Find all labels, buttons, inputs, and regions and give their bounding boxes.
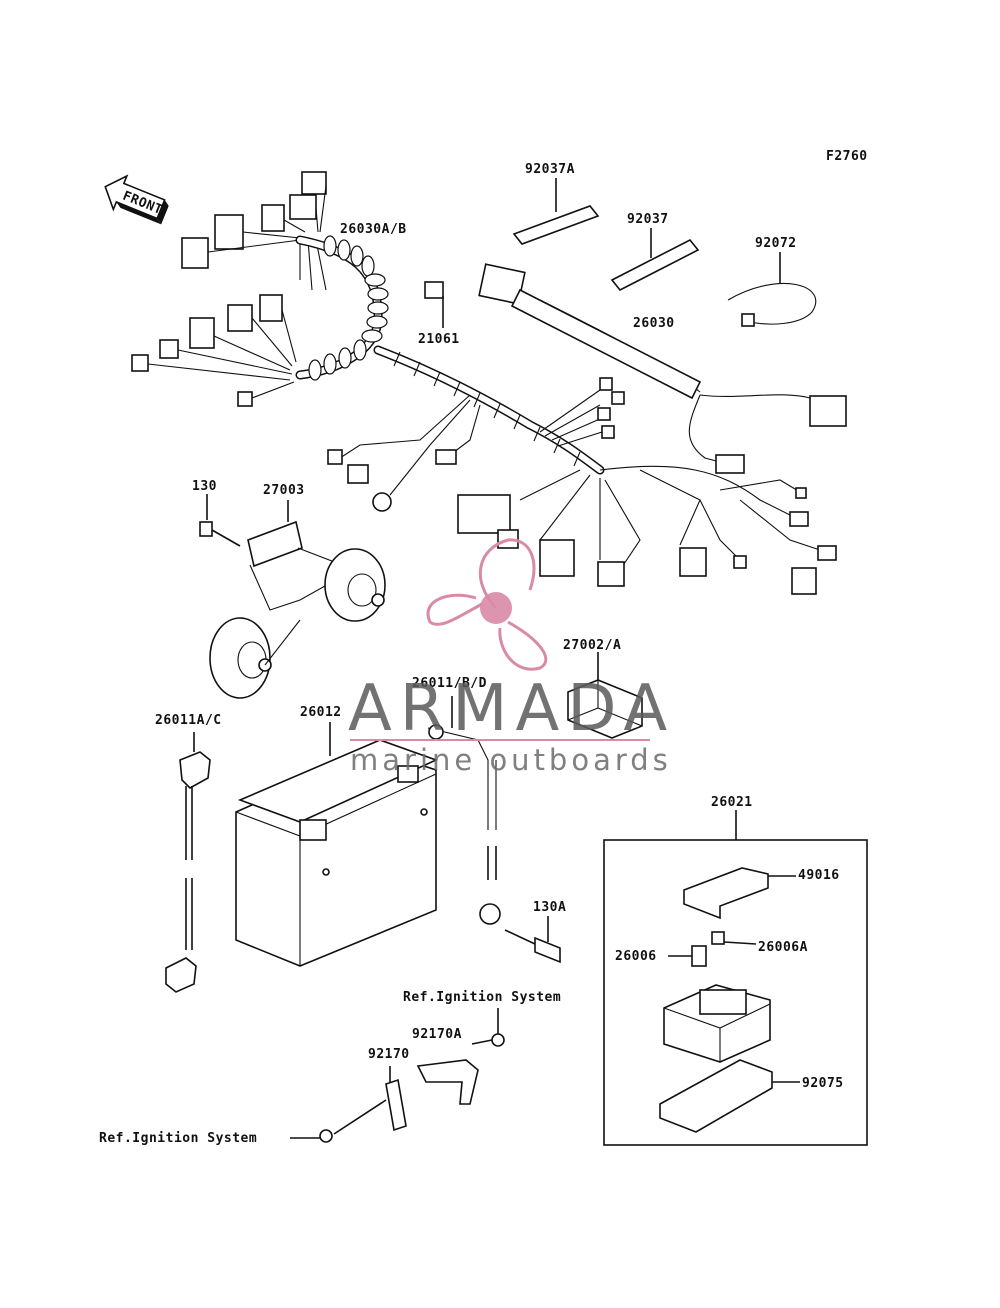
label-21061: 21061	[418, 332, 460, 347]
label-92037A: 92037A	[525, 162, 575, 177]
bracket-92170	[290, 1066, 407, 1143]
front-arrow-icon: FRONT	[104, 174, 169, 225]
label-130A: 130A	[533, 900, 566, 915]
label-26011AC: 26011A/C	[155, 713, 222, 728]
label-26012: 26012	[300, 705, 342, 720]
label-92072: 92072	[755, 236, 797, 251]
coil-wrap	[308, 235, 389, 381]
relay-27002A	[567, 652, 643, 739]
label-27002A: 27002/A	[563, 638, 621, 653]
battery-26012	[235, 722, 439, 967]
label-26021: 26021	[711, 795, 753, 810]
bracket-92170A	[416, 1008, 505, 1105]
label-92075: 92075	[802, 1076, 844, 1091]
ref-ignition-system-upper: Ref.Ignition System	[403, 990, 561, 1005]
bolt-130A	[504, 916, 561, 964]
wiring-harness-26030	[131, 171, 847, 595]
label-92037: 92037	[627, 212, 669, 227]
label-26006: 26006	[615, 949, 657, 964]
horn-assembly-27003	[199, 494, 386, 699]
ref-ignition-system-lower: Ref.Ignition System	[99, 1131, 257, 1146]
figure-code: F2760	[826, 149, 868, 164]
label-26030: 26030	[633, 316, 675, 331]
cable-26011BD	[427, 696, 501, 925]
label-130: 130	[192, 479, 217, 494]
clip-21061	[424, 281, 444, 328]
cable-26011AC	[165, 732, 211, 993]
label-27003: 27003	[263, 483, 305, 498]
label-26006A: 26006A	[758, 940, 808, 955]
strap-92037A	[512, 178, 600, 245]
label-92170: 92170	[368, 1047, 410, 1062]
fuse-box-26021	[603, 810, 868, 1146]
watermark-brand: ARMADA	[348, 672, 675, 746]
armada-logo-icon	[426, 538, 548, 671]
trunk-wrap	[393, 351, 581, 467]
label-92170A: 92170A	[412, 1027, 462, 1042]
label-26011BD: 26011/B/D	[412, 676, 487, 691]
watermark-tagline: marine outboards	[350, 743, 672, 777]
band-92072	[727, 252, 817, 327]
strap-92037	[610, 228, 700, 292]
connector-cluster-upper	[181, 171, 327, 291]
label-49016: 49016	[798, 868, 840, 883]
label-26030AB: 26030A/B	[340, 222, 407, 237]
connector-cluster-lower	[131, 294, 297, 407]
